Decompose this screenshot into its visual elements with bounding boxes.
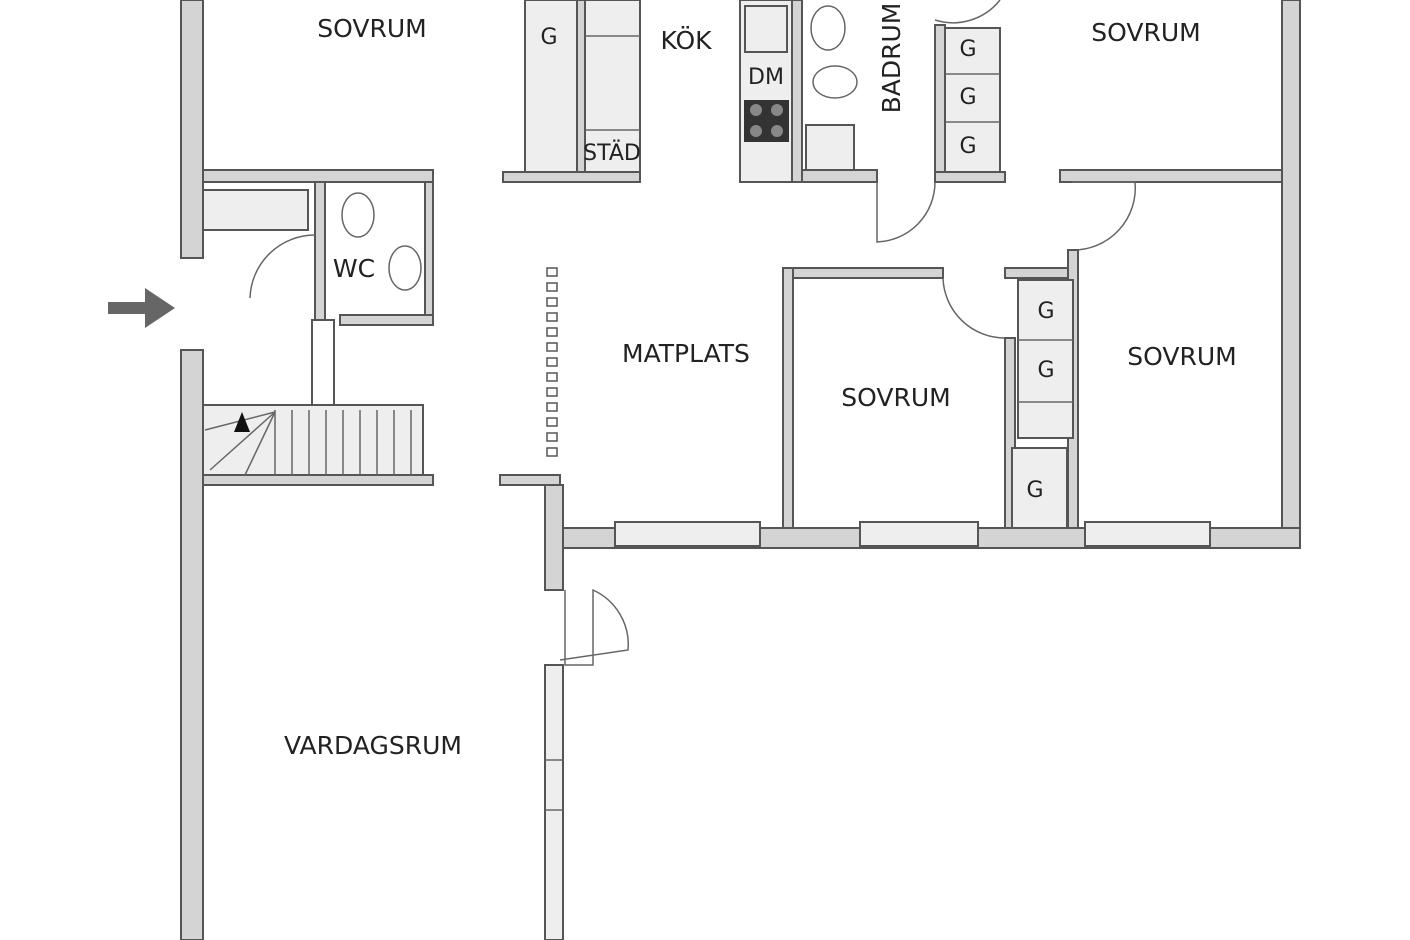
wall-wc-left (314, 181, 326, 321)
wall-sovrum-middle-left (782, 267, 794, 529)
label-wardrobe: G (1037, 299, 1054, 324)
wall-closet-top (1004, 267, 1069, 279)
glass-wall (544, 664, 564, 940)
wardrobe-stack-top (944, 27, 1001, 173)
room-label-vardagsrum: VARDAGSRUM (284, 731, 462, 760)
label-wardrobe: G (959, 37, 976, 62)
window (859, 521, 979, 547)
toilet-icon (341, 192, 375, 238)
stove-icon (744, 100, 789, 142)
wardrobe-kitchen (524, 0, 578, 173)
room-label-wc: WC (333, 254, 375, 283)
entrance-arrow-icon (108, 288, 175, 328)
kitchen-sink-icon (744, 5, 788, 53)
door-swing-top (934, 0, 1001, 24)
window (614, 521, 761, 547)
bath-cabinet (805, 124, 855, 171)
label-wardrobe: G (959, 134, 976, 159)
wall-closet-left (934, 24, 946, 183)
label-dishwasher: DM (748, 65, 784, 90)
wall-left-lower (180, 349, 204, 940)
balcony-door-swing (559, 588, 629, 666)
label-stad: STÄD (583, 140, 641, 166)
room-label-sovrum: SOVRUM (1127, 342, 1236, 371)
window (1084, 521, 1211, 547)
label-wardrobe: G (540, 25, 557, 50)
wc-door-swing (249, 234, 316, 299)
room-label-kok: KÖK (660, 26, 712, 55)
room-label-sovrum: SOVRUM (841, 383, 950, 412)
shelf (202, 189, 309, 231)
room-divider (546, 267, 558, 457)
stair-up-arrow-icon (234, 412, 250, 432)
sovrum-middle-door-swing (942, 277, 1006, 339)
label-wardrobe: G (959, 85, 976, 110)
bath-toilet-icon (812, 65, 858, 99)
bath-sink-icon (810, 5, 846, 51)
wall-kitchen-bottom (502, 171, 641, 183)
railing (311, 319, 335, 406)
wall-left-upper (180, 0, 204, 259)
wall-bathroom-left (791, 0, 803, 183)
wall-stub (499, 474, 561, 486)
wardrobe-stack-right (1017, 279, 1074, 439)
wall-sovrum-bottom (202, 169, 434, 183)
wall-sovrum-middle-top (782, 267, 944, 279)
wall-bathroom-bottom (801, 169, 878, 183)
room-label-sovrum: SOVRUM (317, 14, 426, 43)
bathroom-door-swing (876, 181, 936, 243)
wall-stairs-bottom (202, 474, 434, 486)
sovrum-right-door-swing (1071, 181, 1137, 251)
stad-cupboard (584, 0, 641, 173)
label-wardrobe: G (1037, 358, 1054, 383)
wall-closet-bottom (934, 171, 1006, 183)
wall-closet-mid (1004, 337, 1016, 529)
wardrobe-single (1011, 447, 1068, 529)
wall-right (1281, 0, 1301, 549)
label-wardrobe: G (1026, 478, 1043, 503)
wall-living-divider (544, 484, 564, 591)
wall-wc-right (424, 181, 434, 321)
room-label-sovrum: SOVRUM (1091, 18, 1200, 47)
room-label-badrum: BADRUM (877, 3, 906, 114)
kitchen-counter (739, 0, 793, 183)
room-label-matplats: MATPLATS (622, 339, 750, 368)
wall-sovrum-right-top (1059, 169, 1283, 183)
staircase[interactable] (202, 404, 424, 476)
wall-wc-bottom (339, 314, 434, 326)
sink-icon (388, 245, 422, 291)
